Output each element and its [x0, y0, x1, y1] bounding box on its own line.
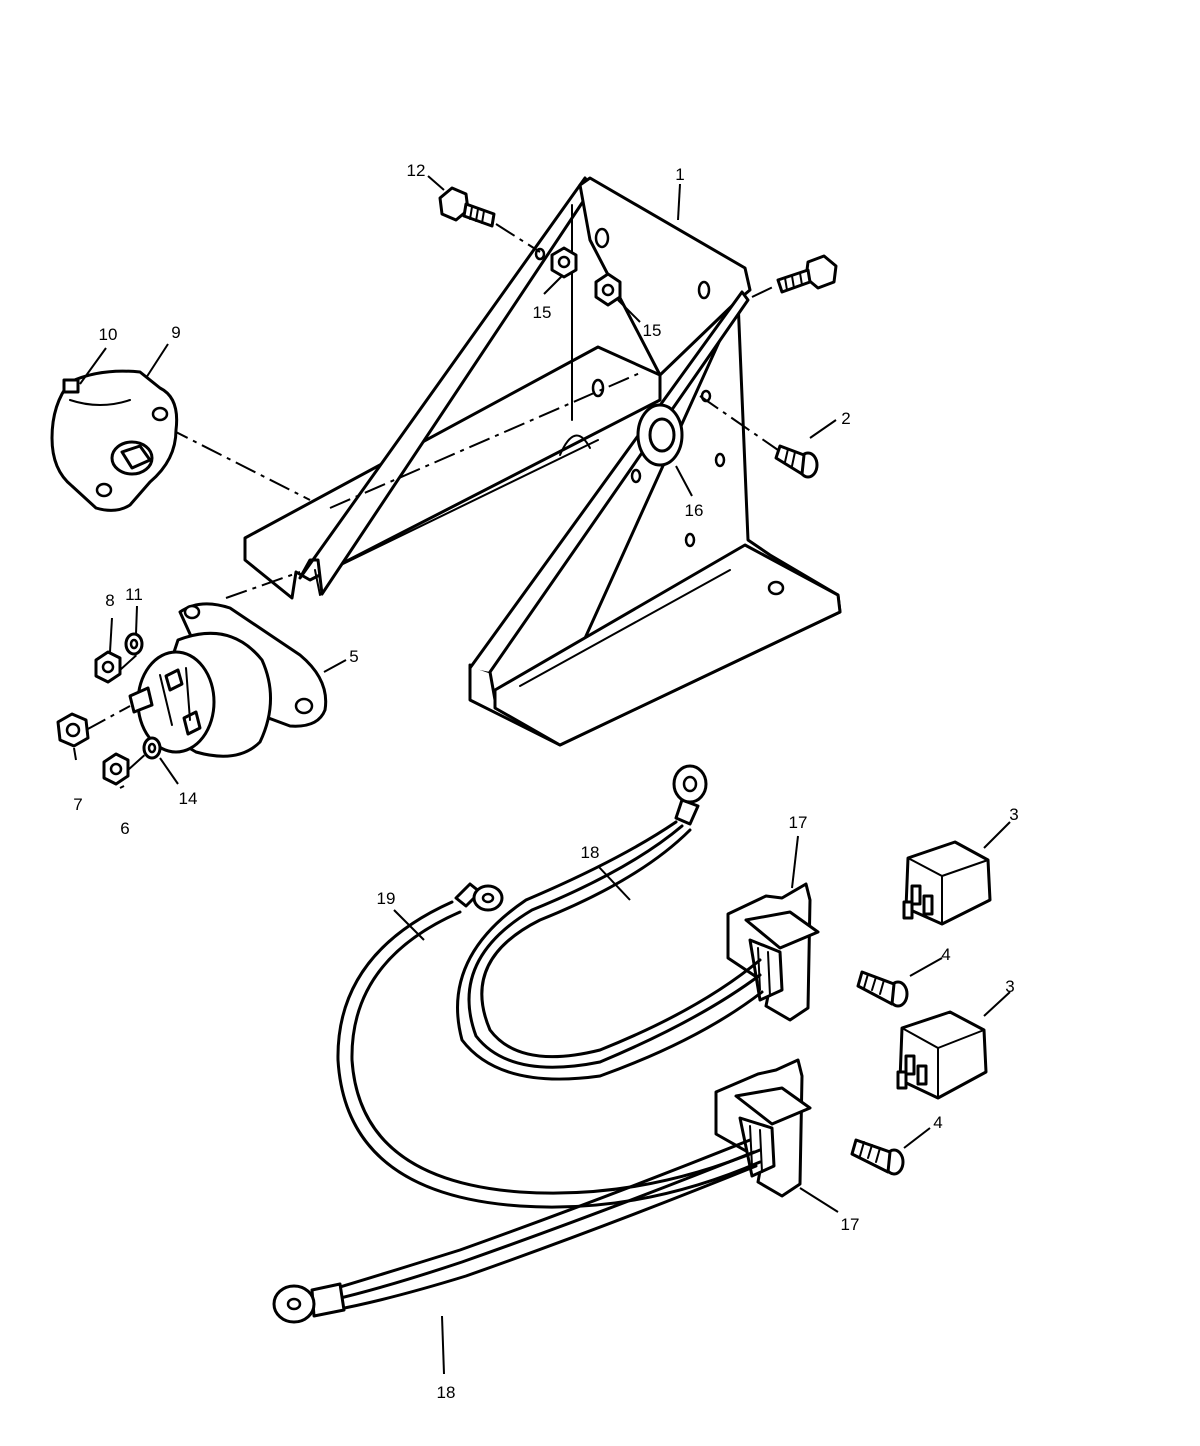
callout-1: 1 — [675, 165, 684, 184]
callout-18-upper: 18 — [581, 843, 600, 862]
nut-6 — [102, 752, 130, 786]
screw-2 — [774, 444, 819, 479]
relay-socket-17-lower — [714, 1058, 812, 1198]
assembly-line-5 — [225, 571, 301, 599]
callout-4-lower: 4 — [933, 1113, 942, 1132]
callout-19: 19 — [377, 889, 396, 908]
callout-labels: 1 2 3 3 4 4 5 6 7 8 9 10 11 12 14 15 15 … — [73, 161, 1018, 1402]
callout-8: 8 — [105, 591, 114, 610]
nut-8 — [94, 650, 122, 684]
harness-18-lower — [272, 1138, 758, 1324]
screw-12 — [438, 186, 496, 228]
assembly-line-9 — [167, 372, 641, 509]
washer-11 — [124, 632, 144, 656]
callout-5: 5 — [349, 647, 358, 666]
relay-socket-17-upper — [726, 882, 820, 1022]
callout-3-lower: 3 — [1005, 977, 1014, 996]
harness-18-upper — [456, 764, 764, 1081]
callout-14: 14 — [179, 789, 198, 808]
callout-6: 6 — [120, 819, 129, 838]
assembly-line-12 — [495, 223, 541, 253]
callout-15-upper: 15 — [533, 303, 552, 322]
relay-3-lower — [896, 1010, 988, 1100]
leader-lines — [73, 175, 1011, 1375]
wire-19 — [336, 882, 762, 1209]
callout-10: 10 — [99, 325, 118, 344]
screw-right-top — [776, 254, 838, 294]
callout-12: 12 — [407, 161, 426, 180]
screw-4-upper — [856, 970, 909, 1008]
callout-11: 11 — [125, 585, 143, 604]
assembly-line-2 — [699, 395, 779, 451]
solenoid-5 — [128, 602, 328, 758]
callout-2: 2 — [841, 409, 850, 428]
grommet — [636, 403, 684, 467]
assembly-line-hardware — [85, 651, 149, 771]
assembly-line-right — [751, 285, 776, 298]
callout-16: 16 — [685, 501, 704, 520]
washer-14 — [142, 736, 162, 760]
callout-9: 9 — [171, 323, 180, 342]
callout-7: 7 — [73, 795, 82, 814]
callout-4-upper: 4 — [941, 945, 950, 964]
mounting-bracket — [243, 176, 842, 747]
nut-15-upper — [550, 246, 578, 279]
callout-18-lower: 18 — [437, 1383, 456, 1402]
screw-10 — [62, 378, 80, 394]
nut-7 — [56, 712, 90, 748]
callout-3-upper: 3 — [1009, 805, 1018, 824]
relay-3-upper — [902, 840, 992, 926]
callout-17-upper: 17 — [789, 813, 808, 832]
nut-15-lower — [594, 272, 622, 307]
callout-17-lower: 17 — [841, 1215, 860, 1234]
callout-15-lower: 15 — [643, 321, 662, 340]
screw-4-lower — [850, 1138, 905, 1176]
mounting-block-9 — [50, 369, 179, 512]
